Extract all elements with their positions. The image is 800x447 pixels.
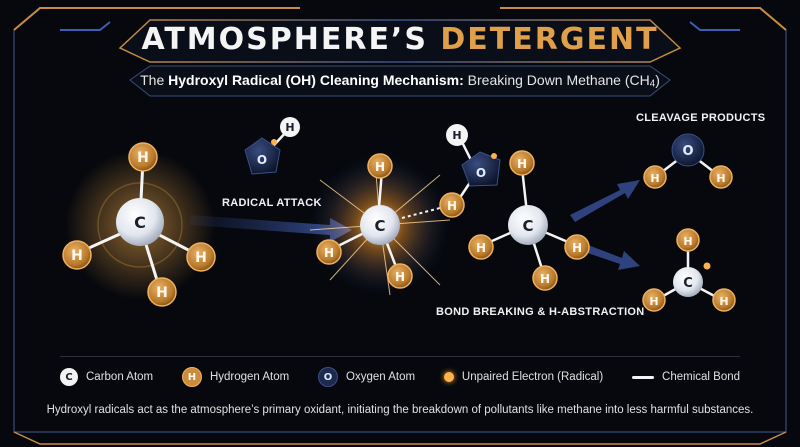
legend-label: Hydrogen Atom (209, 371, 290, 383)
unpaired-electron (271, 139, 277, 145)
hydrogen-atom: H (709, 165, 733, 189)
legend-label: Carbon Atom (86, 371, 154, 383)
hydrogen-symbol-icon: H (181, 367, 202, 387)
subtitle-close: ) (655, 72, 660, 88)
subtitle-bold: Hydroxyl Radical (OH) Cleaning Mechanism… (168, 72, 464, 88)
label-bond-breaking: BOND BREAKING & H-ABSTRACTION (436, 306, 645, 318)
subtitle-prefix: The (140, 72, 165, 88)
legend: C Carbon Atom H Hydrogen Atom O Oxygen A… (60, 356, 740, 397)
carbon-symbol-icon: C (60, 368, 78, 386)
product-water: O H H (643, 133, 733, 189)
hydrogen-atom: H (439, 192, 465, 218)
legend-label: Chemical Bond (662, 371, 740, 383)
hydrogen-atom: H (186, 242, 216, 272)
unpaired-electron-icon (443, 372, 454, 382)
legend-item-bond: Chemical Bond (632, 371, 740, 383)
svg-text:H: H (324, 246, 334, 260)
methane-molecule: H H H H C (62, 142, 216, 307)
svg-text:H: H (683, 235, 692, 248)
hydrogen-atom: H (62, 240, 92, 270)
caption: Hydroxyl radicals act as the atmosphere’… (46, 404, 754, 416)
carbon-atom: C (508, 205, 548, 245)
oxygen-symbol-icon: O (318, 367, 339, 387)
svg-text:C: C (683, 276, 693, 291)
product-arrow-upper (570, 180, 640, 222)
page-title: ATMOSPHERE’S DETERGENT (0, 22, 800, 57)
methyl-radical-middle: H H H H C (468, 150, 590, 291)
svg-text:O: O (476, 166, 486, 180)
hydroxyl-radical-incoming: O H (244, 117, 300, 175)
svg-text:H: H (716, 172, 725, 185)
svg-text:H: H (375, 160, 385, 174)
subtitle-rest: Breaking Down Methane (CH (467, 72, 650, 88)
svg-text:O: O (682, 144, 693, 159)
svg-text:H: H (452, 129, 461, 142)
label-cleavage-products: CLEAVAGE PRODUCTS (636, 112, 766, 124)
hydrogen-atom: H (367, 153, 393, 179)
chemical-bond-icon (632, 375, 655, 379)
h-abstraction-complex: H O H (439, 124, 501, 218)
label-radical-attack: RADICAL ATTACK (222, 197, 322, 209)
legend-label: Unpaired Electron (Radical) (461, 371, 604, 383)
svg-text:H: H (285, 121, 294, 134)
hydrogen-atom: H (532, 265, 558, 291)
hydrogen-atom: H (712, 288, 736, 312)
legend-item-electron: Unpaired Electron (Radical) (443, 371, 604, 383)
svg-text:H: H (540, 272, 550, 286)
svg-text:H: H (719, 295, 728, 308)
legend-label: Oxygen Atom (346, 371, 416, 383)
hydrogen-atom: H (509, 150, 535, 176)
svg-text:O: O (257, 153, 267, 167)
carbon-atom: C (673, 267, 703, 297)
hydrogen-atom: H (564, 234, 590, 260)
title-part-2: DETERGENT (440, 22, 659, 57)
hydrogen-atom: H (468, 234, 494, 260)
collision-burst: H H H C (309, 153, 451, 296)
svg-text:H: H (517, 157, 527, 171)
svg-text:H: H (447, 199, 457, 213)
carbon-atom: C (116, 198, 164, 246)
hydrogen-atom: H (128, 142, 158, 172)
hydrogen-atom: H (642, 288, 666, 312)
svg-text:H: H (476, 241, 486, 255)
decorative-frame (13, 7, 787, 445)
svg-text:H: H (71, 248, 83, 264)
hydrogen-atom: H (147, 277, 177, 307)
legend-item-carbon: C Carbon Atom (60, 368, 153, 386)
svg-text:H: H (137, 150, 149, 166)
hydrogen-atom: H (676, 228, 700, 252)
product-methyl-radical: H H H C (642, 228, 736, 312)
svg-text:H: H (572, 241, 582, 255)
svg-text:C: C (134, 213, 146, 232)
svg-text:C: C (374, 217, 385, 235)
attack-arrow (190, 215, 352, 242)
svg-text:H: H (156, 285, 168, 301)
hydrogen-atom: H (643, 165, 667, 189)
unpaired-electron (491, 153, 497, 159)
hydrogen-atom: H (387, 263, 413, 289)
title-part-1: ATMOSPHERE’S (141, 22, 428, 57)
svg-text:H: H (650, 172, 659, 185)
svg-text:H: H (395, 270, 405, 284)
svg-text:C: C (522, 217, 533, 235)
carbon-atom: C (360, 205, 400, 245)
legend-item-hydrogen: H Hydrogen Atom (181, 367, 290, 387)
hydrogen-atom: H (316, 239, 342, 265)
svg-text:H: H (195, 250, 207, 266)
svg-text:H: H (649, 295, 658, 308)
subtitle-subscript: 4 (649, 78, 656, 90)
subtitle: The Hydroxyl Radical (OH) Cleaning Mecha… (0, 72, 800, 89)
legend-item-oxygen: O Oxygen Atom (318, 367, 415, 387)
unpaired-electron (703, 262, 711, 270)
